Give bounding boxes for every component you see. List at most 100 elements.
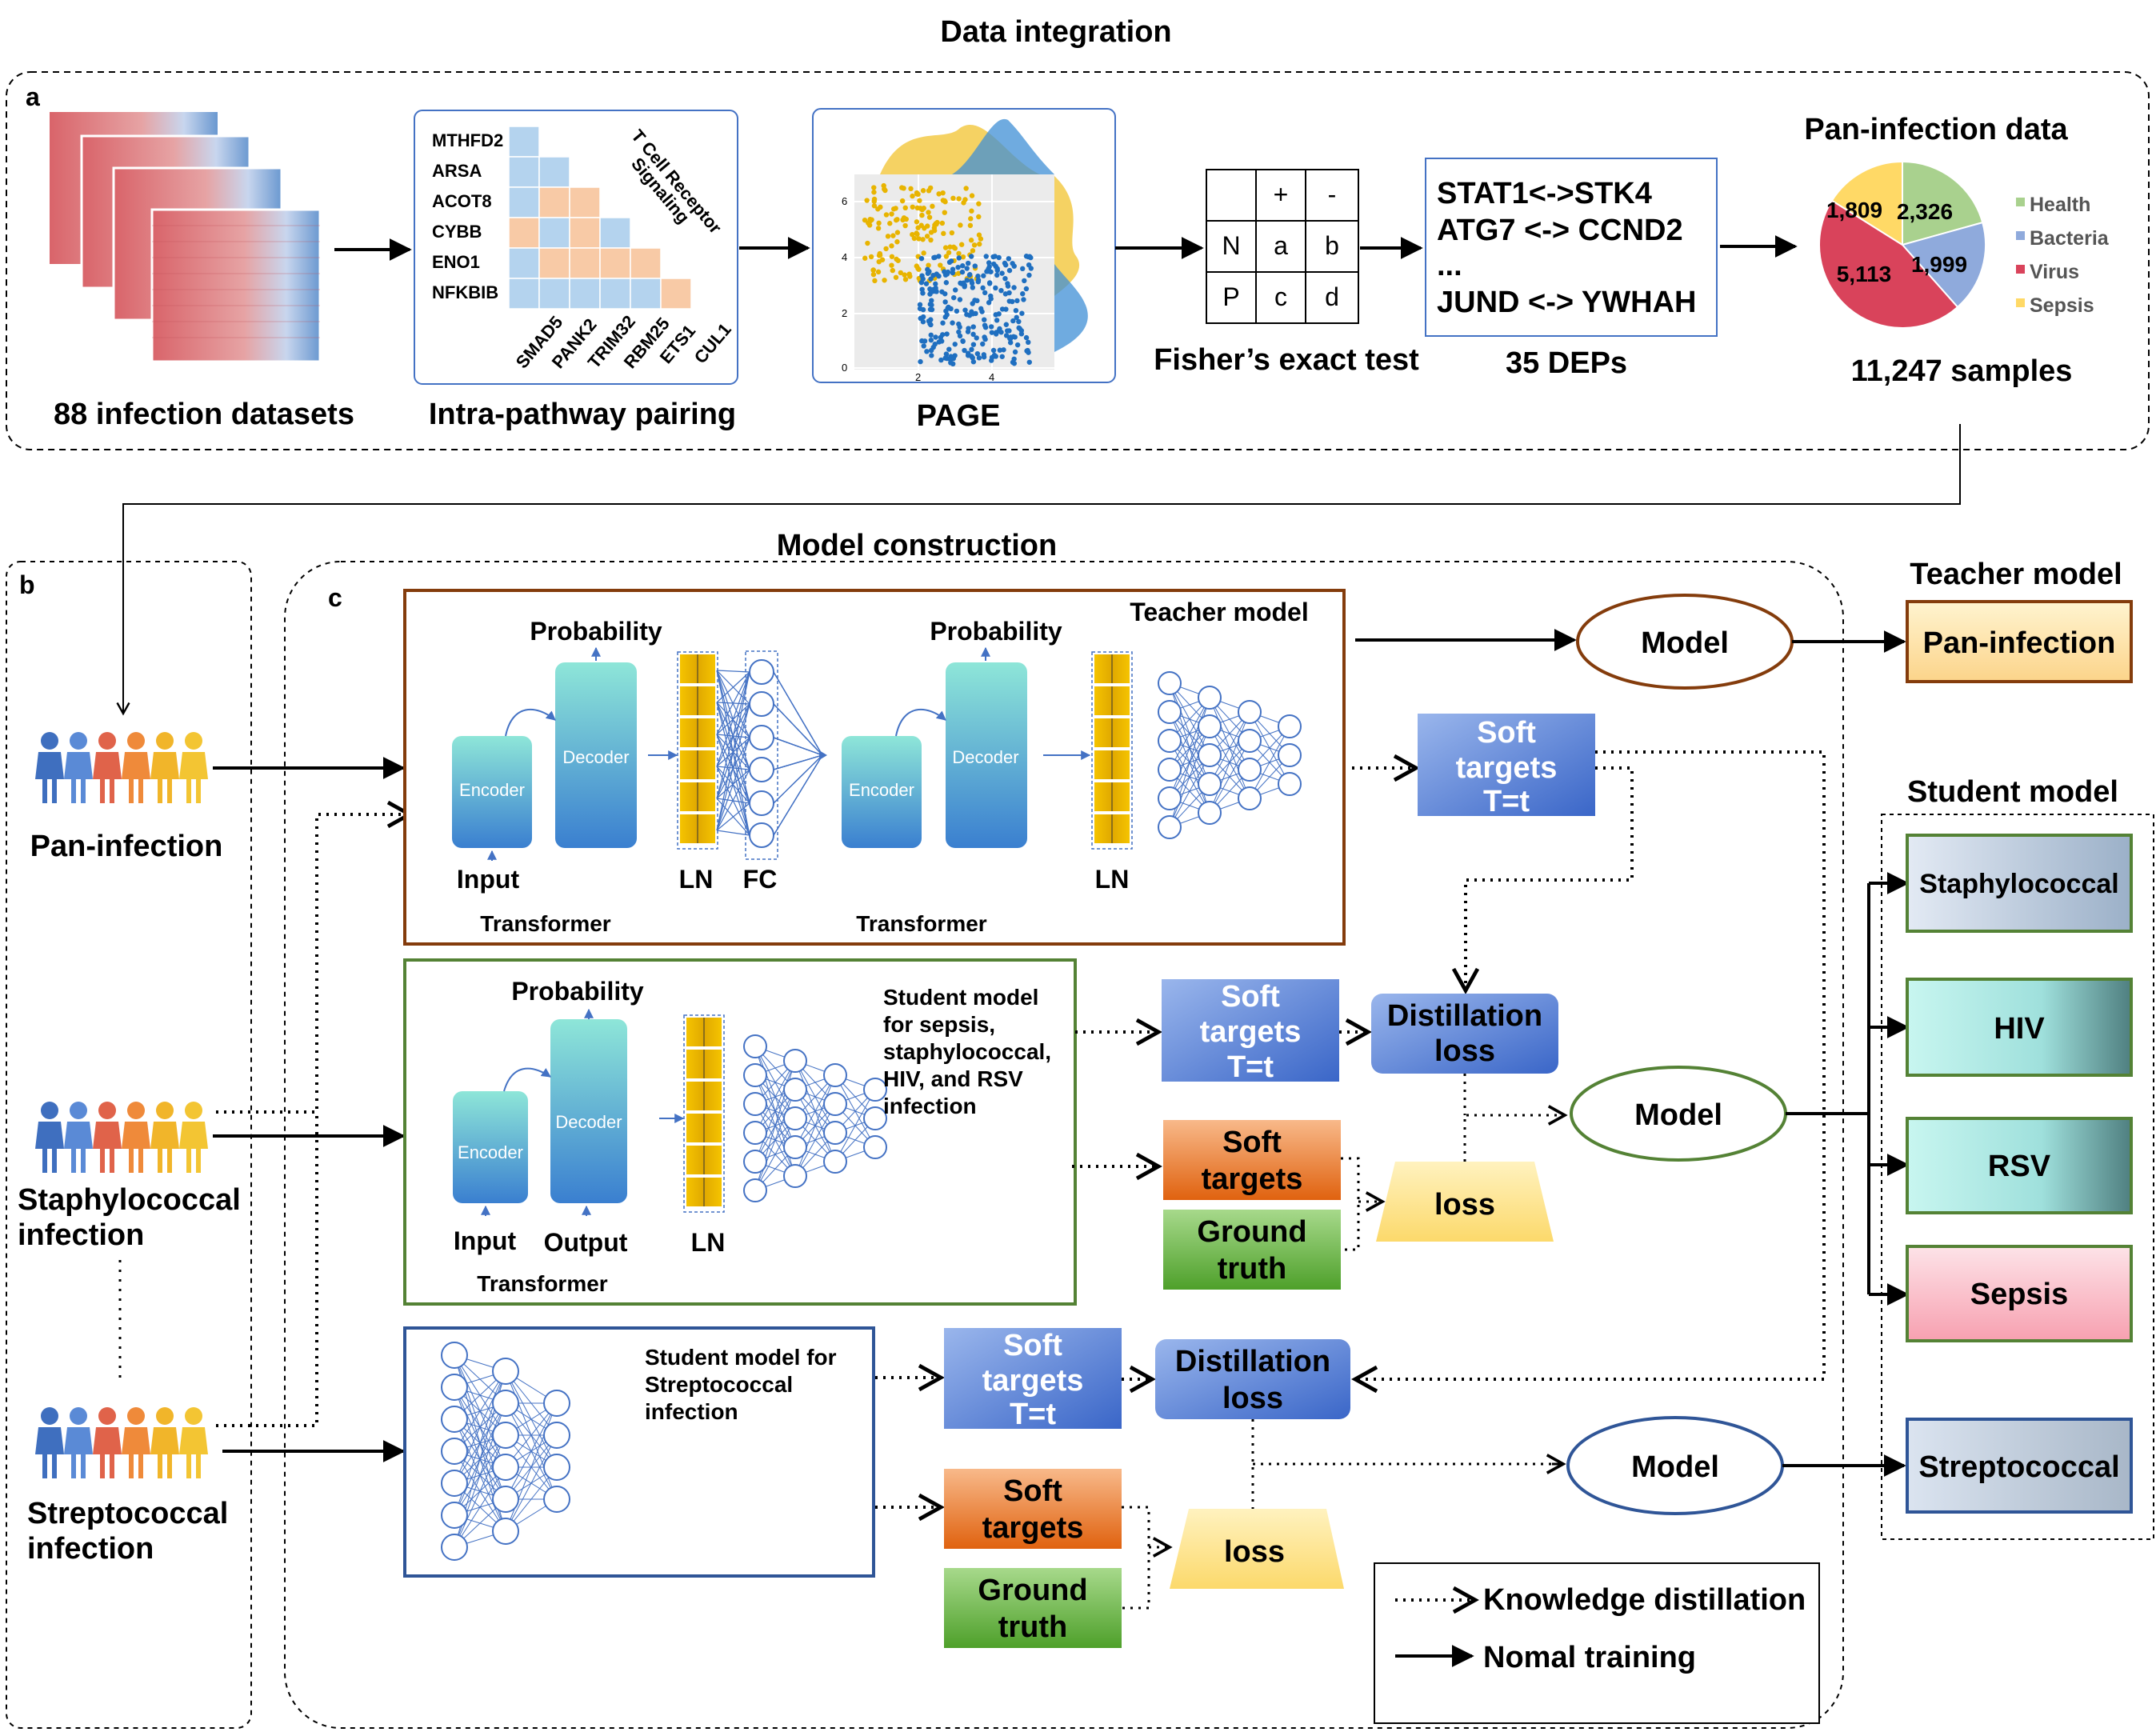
student-loss-label: loss (1434, 1188, 1495, 1222)
teacher-ln-1-label: LN (679, 865, 714, 894)
svg-text:MTHFD2: MTHFD2 (432, 130, 503, 150)
strep-model-node-label: Model (1631, 1450, 1719, 1484)
svg-text:NFKBIB: NFKBIB (432, 282, 498, 302)
strep-soft-targets (944, 1469, 1122, 1549)
output-staphylococcal-label: Staphylococcal (1919, 869, 2118, 899)
teacher-transformer-1-label: Transformer (480, 911, 610, 936)
pie-labels: 2,326 1,999 5,113 1,809 (1826, 198, 1967, 286)
strep-ground-truth (944, 1568, 1122, 1648)
strep-people-icon (35, 1407, 208, 1478)
strep-soft-targets-t (944, 1328, 1122, 1429)
svg-text:Bacteria: Bacteria (2030, 227, 2110, 250)
teacher-model-header: Teacher model (1910, 558, 2122, 591)
svg-text:Student model: Student model (883, 985, 1038, 1010)
samples-label: 11,247 samples (1851, 354, 2073, 388)
connector-a-to-b (116, 424, 1961, 716)
teacher-soft-targets (1418, 714, 1595, 816)
svg-text:0: 0 (842, 362, 847, 374)
pairing-gene-labels: MTHFD2 ARSA ACOT8 CYBB ENO1 NFKBIB (432, 130, 503, 302)
student-soft-line1: Soft (1222, 1126, 1282, 1159)
deps-label: 35 DEPs (1506, 346, 1627, 380)
svg-text:d: d (1325, 282, 1339, 311)
svg-text:-: - (1328, 180, 1337, 209)
student-model-header: Student model (1907, 775, 2118, 809)
strep-soft-t-line3: T=t (1010, 1398, 1056, 1431)
student-encoder-label: Encoder (458, 1142, 523, 1162)
page-scatter (854, 118, 1088, 370)
pairing-matrix (508, 126, 692, 310)
student-output-label: Output (544, 1228, 628, 1257)
panel-b-label: b (19, 570, 35, 599)
teacher-model-node-label: Model (1641, 626, 1729, 660)
heatmap-stack (50, 112, 322, 363)
student-gt-line1: Ground (1197, 1215, 1306, 1249)
panel-b-frame (6, 561, 252, 1729)
svg-text:...: ... (1437, 249, 1462, 282)
output-rsv-label: RSV (1988, 1150, 2051, 1183)
page-axis-ticks: 6 4 2 0 2 4 (842, 195, 994, 383)
svg-text:+: + (1274, 180, 1289, 209)
teacher-soft-line1: Soft (1477, 716, 1536, 750)
student-transformer-label: Transformer (477, 1271, 607, 1296)
svg-text:P: P (1222, 282, 1239, 311)
svg-text:1,999: 1,999 (1911, 252, 1967, 277)
svg-text:2: 2 (842, 307, 847, 319)
pie-slice-bacteria (1901, 221, 1986, 309)
fisher-table-cells: + - N a b P c d (1222, 180, 1338, 311)
student-input-label: Input (454, 1226, 517, 1255)
svg-text:ACOT8: ACOT8 (432, 191, 492, 211)
student-ln (683, 1014, 725, 1213)
svg-text:a: a (1274, 231, 1288, 260)
panel-c-frame (284, 561, 1844, 1729)
teacher-ln-2 (1091, 651, 1133, 850)
strep-soft-t-line1: Soft (1003, 1329, 1062, 1362)
student-soft-t-line1: Soft (1221, 980, 1280, 1014)
output-streptococcal (1906, 1418, 2133, 1514)
teacher-box-title: Teacher model (1130, 598, 1308, 626)
teacher-encoder-1 (452, 736, 532, 848)
svg-text:Sepsis: Sepsis (2030, 294, 2094, 317)
fisher-table (1206, 169, 1359, 324)
teacher-fc-label: FC (743, 865, 778, 894)
teacher-decoder-2 (946, 662, 1027, 848)
student-soft-t-line2: targets (1200, 1015, 1302, 1049)
strep-distill-line1: Distillation (1175, 1345, 1330, 1378)
page-label: PAGE (917, 399, 1001, 433)
svg-text:staphylococcal,: staphylococcal, (883, 1039, 1051, 1064)
strep-gt-line2: truth (998, 1610, 1068, 1644)
student-model-node-label: Model (1634, 1098, 1722, 1132)
svg-text:ATG7 <-> CCND2: ATG7 <-> CCND2 (1437, 214, 1683, 247)
strep-network (441, 1342, 570, 1561)
teacher-soft-line3: T=t (1483, 785, 1530, 818)
svg-text:5,113: 5,113 (1837, 262, 1892, 286)
data-integration-title: Data integration (940, 15, 1171, 49)
student-decoder (550, 1019, 627, 1203)
teacher-encoder-2 (842, 736, 922, 848)
student-gt-line2: truth (1218, 1252, 1287, 1286)
svg-text:HIV, and RSV: HIV, and RSV (883, 1066, 1023, 1091)
deps-list: STAT1<->STK4 ATG7 <-> CCND2 ... JUND <->… (1437, 177, 1696, 319)
student-loss (1376, 1162, 1554, 1242)
svg-text:N: N (1222, 231, 1240, 260)
strep-loss-label: loss (1224, 1535, 1285, 1569)
legend-knowledge-distillation: Knowledge distillation (1483, 1583, 1806, 1617)
datasets-label: 88 infection datasets (54, 398, 354, 431)
strep-soft-line1: Soft (1003, 1474, 1062, 1508)
svg-text:Health: Health (2030, 194, 2090, 216)
teacher-ln-2-label: LN (1095, 865, 1130, 894)
svg-text:2: 2 (915, 371, 921, 383)
student-ground-truth (1163, 1210, 1341, 1290)
svg-text:infection: infection (645, 1399, 738, 1424)
pie-chart (1818, 160, 1986, 329)
svg-text:1,809: 1,809 (1826, 198, 1882, 222)
student-soft-targets-t (1162, 979, 1339, 1082)
student-distill-line2: loss (1434, 1034, 1495, 1068)
pie-legend: Health Bacteria Virus Sepsis (2016, 194, 2110, 317)
svg-text:for sepsis,: for sepsis, (883, 1012, 995, 1037)
deps-box (1425, 158, 1718, 337)
output-staphylococcal (1906, 834, 2133, 933)
staph-group-label-1: Staphylococcal (18, 1183, 241, 1217)
svg-text:4: 4 (842, 251, 847, 263)
